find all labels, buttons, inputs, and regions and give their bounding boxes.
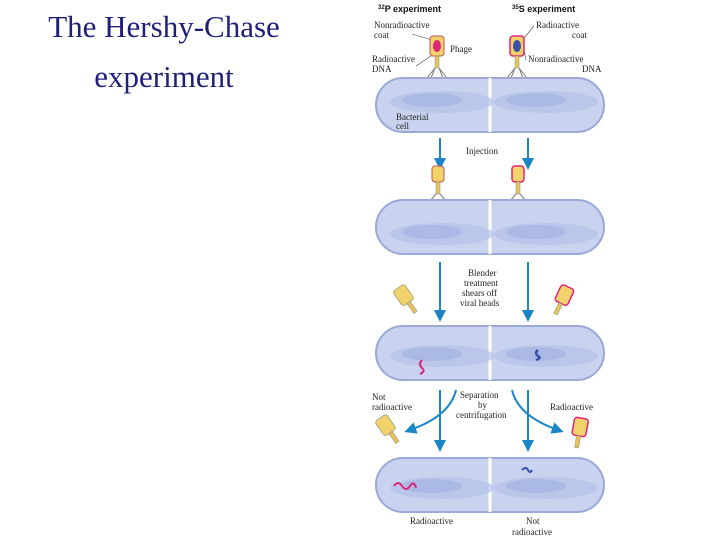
nonradioactive-dna-line2: DNA — [582, 64, 602, 74]
blender-line1: Blender — [468, 268, 497, 278]
sheared-head-icon-left — [393, 284, 418, 314]
bacterial-cell-1 — [375, 77, 605, 133]
bottom-right-line1: Not — [526, 516, 540, 526]
bacterial-cell-line2: cell — [396, 121, 409, 131]
radioactive-dna-final — [393, 482, 417, 490]
radioactive-coat-line2: coat — [572, 30, 587, 40]
title-line-1: The Hershy-Chase — [48, 9, 280, 44]
separation-line2: by — [478, 400, 488, 410]
radioactive-right-label: Radioactive — [550, 402, 593, 412]
blender-line2: treatment — [464, 278, 498, 288]
not-radioactive-left-line2: radioactive — [372, 402, 412, 412]
nonradioactive-dna-inside — [534, 349, 541, 362]
bottom-right-line2: radioactive — [512, 527, 552, 537]
title-line-2: experiment — [94, 59, 234, 94]
blender-line3: shears off — [462, 288, 497, 298]
bacterial-cell-3 — [375, 325, 605, 381]
bacterial-cell-4 — [375, 457, 605, 513]
arrow-separation-left-out — [404, 389, 457, 434]
slide-title: The Hershy-Chase experiment — [14, 2, 314, 102]
radioactive-dna-line2: DNA — [372, 64, 392, 74]
bacterial-cell-line1: Bacterial — [396, 112, 429, 122]
hershey-chase-diagram: 32P experiment 35S experiment Nonradioac… — [360, 0, 610, 540]
s35-header: 35S experiment — [512, 4, 575, 14]
sheared-head-icon-right — [553, 284, 575, 316]
nonradioactive-dna-line1: Nonradioactive — [528, 54, 583, 64]
separated-head-icon-right — [571, 416, 589, 449]
phage-icon-right — [506, 35, 528, 79]
blender-line4: viral heads — [460, 298, 500, 308]
not-radioactive-left-line1: Not — [372, 392, 386, 402]
separation-line3: centrifugation — [456, 410, 507, 420]
arrow-separation-right-out — [511, 389, 564, 434]
diagram-svg: 32P experiment 35S experiment Nonradioac… — [372, 4, 605, 537]
phage-icon-left — [426, 35, 448, 79]
nonradioactive-coat-line1: Nonradioactive — [374, 20, 429, 30]
radioactive-coat-line1: Radioactive — [536, 20, 579, 30]
injection-label: Injection — [466, 146, 498, 156]
nonradioactive-dna-final — [521, 467, 533, 473]
phage-label: Phage — [450, 44, 472, 54]
separated-head-icon-left — [375, 414, 400, 444]
bacterial-cell-2 — [375, 199, 605, 255]
radioactive-dna-line1: Radioactive — [372, 54, 415, 64]
nonradioactive-coat-line2: coat — [374, 30, 389, 40]
bottom-left-label: Radioactive — [410, 516, 453, 526]
p32-header: 32P experiment — [378, 4, 441, 14]
radioactive-dna-inside — [419, 359, 425, 375]
separation-line1: Separation — [460, 390, 499, 400]
